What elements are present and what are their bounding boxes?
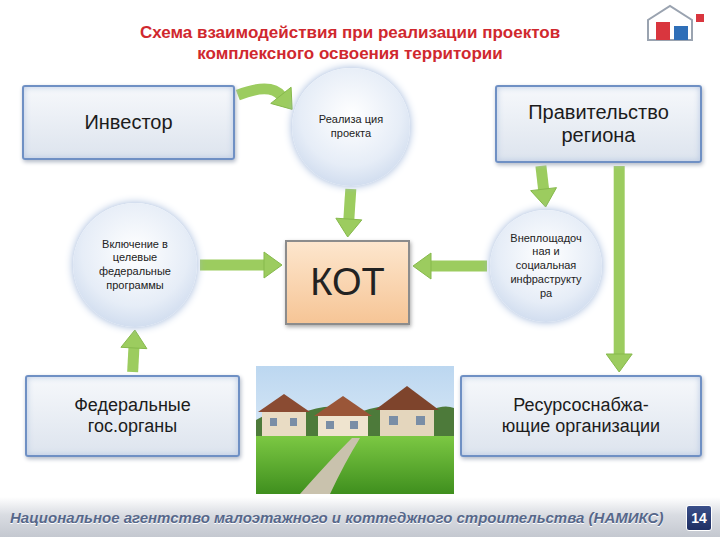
node-text: Внеплощадоч ная и социальная инфраструкт…: [507, 232, 585, 301]
arrow-shaft: [541, 166, 544, 190]
arrow-shaft: [200, 260, 265, 271]
arrow-shaft: [614, 166, 625, 355]
cottage-photo: [256, 366, 454, 494]
arrow-head: [606, 354, 632, 372]
node-text: Национальное агентство малоэтажного и ко…: [10, 509, 663, 526]
flow-arrow: [606, 166, 632, 372]
node-text: Федеральные гос.органы: [45, 395, 220, 437]
arrow-head: [271, 87, 292, 109]
flow-arrow: [121, 330, 147, 372]
arrow-shaft: [238, 89, 282, 96]
node-text: 14: [691, 510, 707, 526]
actor-box: Инвестор: [22, 85, 235, 160]
arrow-shaft: [133, 347, 134, 372]
page-number: 14: [686, 505, 712, 531]
flow-arrow: [336, 189, 362, 237]
node-text: Включение в целевые федеральные программ…: [96, 238, 174, 293]
flow-arrow: [200, 252, 282, 278]
node-text: Правительство региона: [505, 101, 692, 147]
actor-box: Федеральные гос.органы: [25, 375, 240, 457]
flow-arrow: [531, 166, 557, 207]
arrow-head: [531, 188, 557, 207]
node-text: КОТ: [310, 261, 384, 304]
actor-box: Правительство региона: [495, 85, 702, 163]
node-text: Реализа ция проекта: [316, 113, 386, 141]
footer-band: Национальное агентство малоэтажного и ко…: [0, 497, 720, 537]
arrow-head: [413, 253, 431, 279]
process-circle: Реализа ция проекта: [292, 68, 410, 186]
center-box: КОТ: [285, 240, 410, 325]
node-text: Инвестор: [84, 111, 172, 134]
process-circle: Внеплощадоч ная и социальная инфраструкт…: [490, 210, 602, 322]
arrow-shaft: [349, 189, 351, 220]
flow-arrow: [238, 87, 292, 109]
arrow-head: [121, 330, 147, 349]
process-circle: Включение в целевые федеральные программ…: [73, 203, 197, 327]
logo-houses: [648, 6, 704, 40]
actor-box: Ресурсоснабжа- ющие организации: [460, 375, 702, 457]
arrow-shaft: [430, 261, 487, 272]
flow-arrow: [413, 253, 487, 279]
slide-title: Схема взаимодействия при реализации прое…: [100, 22, 600, 65]
node-text: Ресурсоснабжа- ющие организации: [494, 395, 669, 437]
arrow-head: [336, 218, 362, 237]
arrow-head: [264, 252, 282, 278]
